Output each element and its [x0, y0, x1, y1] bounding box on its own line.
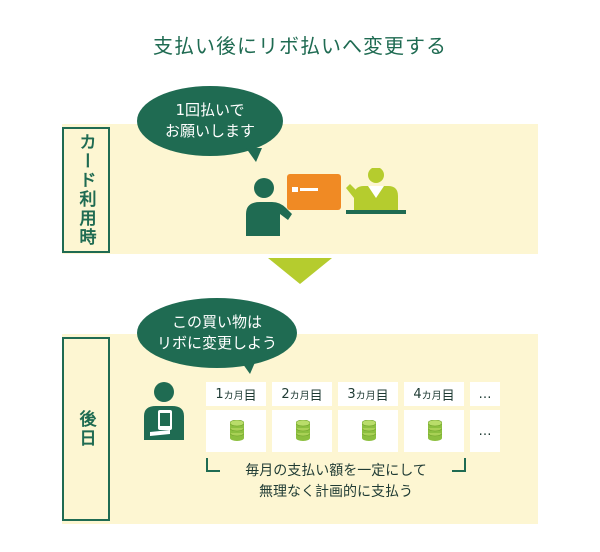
note-line: 無理なく計画的に支払う [259, 484, 413, 500]
coin-stack-icon [230, 420, 244, 441]
coin-stack-icon [296, 420, 310, 441]
down-arrow-icon [268, 258, 332, 284]
bubble-tail [246, 148, 262, 162]
credit-card-icon [287, 174, 341, 210]
speech-bubble-card-use: 1回払いで お願いします [137, 86, 283, 156]
coin-stack-icon [362, 420, 376, 441]
customer-icon [246, 178, 292, 236]
later-label: 後日 [62, 337, 110, 521]
coin-stack-icon [428, 420, 442, 441]
shopping-scene-illustration [246, 168, 406, 236]
more-months-header: … [470, 382, 500, 406]
bubble-line: お願いします [164, 122, 255, 140]
smartphone-user-icon [144, 382, 184, 440]
month-num: 1 [215, 386, 224, 402]
month-unit: カ月 [289, 390, 310, 402]
month-unit: カ月 [355, 390, 376, 402]
bracket-mask [220, 460, 452, 476]
month-unit: カ月 [223, 390, 244, 402]
month-num: 2 [281, 386, 290, 402]
month-num: 4 [413, 386, 422, 402]
payment-note: 毎月の支払い額を一定にして 無理なく計画的に支払う [206, 461, 466, 503]
bubble-line: この買い物は [171, 313, 262, 331]
month-suffix: 目 [441, 388, 455, 404]
speech-bubble-later: この買い物は リボに変更しよう [137, 298, 297, 368]
month-suffix: 目 [309, 388, 323, 404]
month-unit: カ月 [421, 390, 442, 402]
month-num: 3 [347, 386, 356, 402]
month-suffix: 目 [243, 388, 257, 404]
more-months-payment: … [470, 410, 500, 452]
clerk-icon [346, 168, 406, 214]
bubble-line: 1回払いで [175, 101, 245, 119]
card-use-label: カード利用時 [62, 127, 110, 253]
note-line: 毎月の支払い額を一定にして [245, 463, 427, 479]
page-title: 支払い後にリボ払いへ変更する [153, 34, 447, 58]
month-suffix: 目 [375, 388, 389, 404]
bubble-tail [240, 360, 256, 374]
bubble-line: リボに変更しよう [156, 334, 277, 352]
